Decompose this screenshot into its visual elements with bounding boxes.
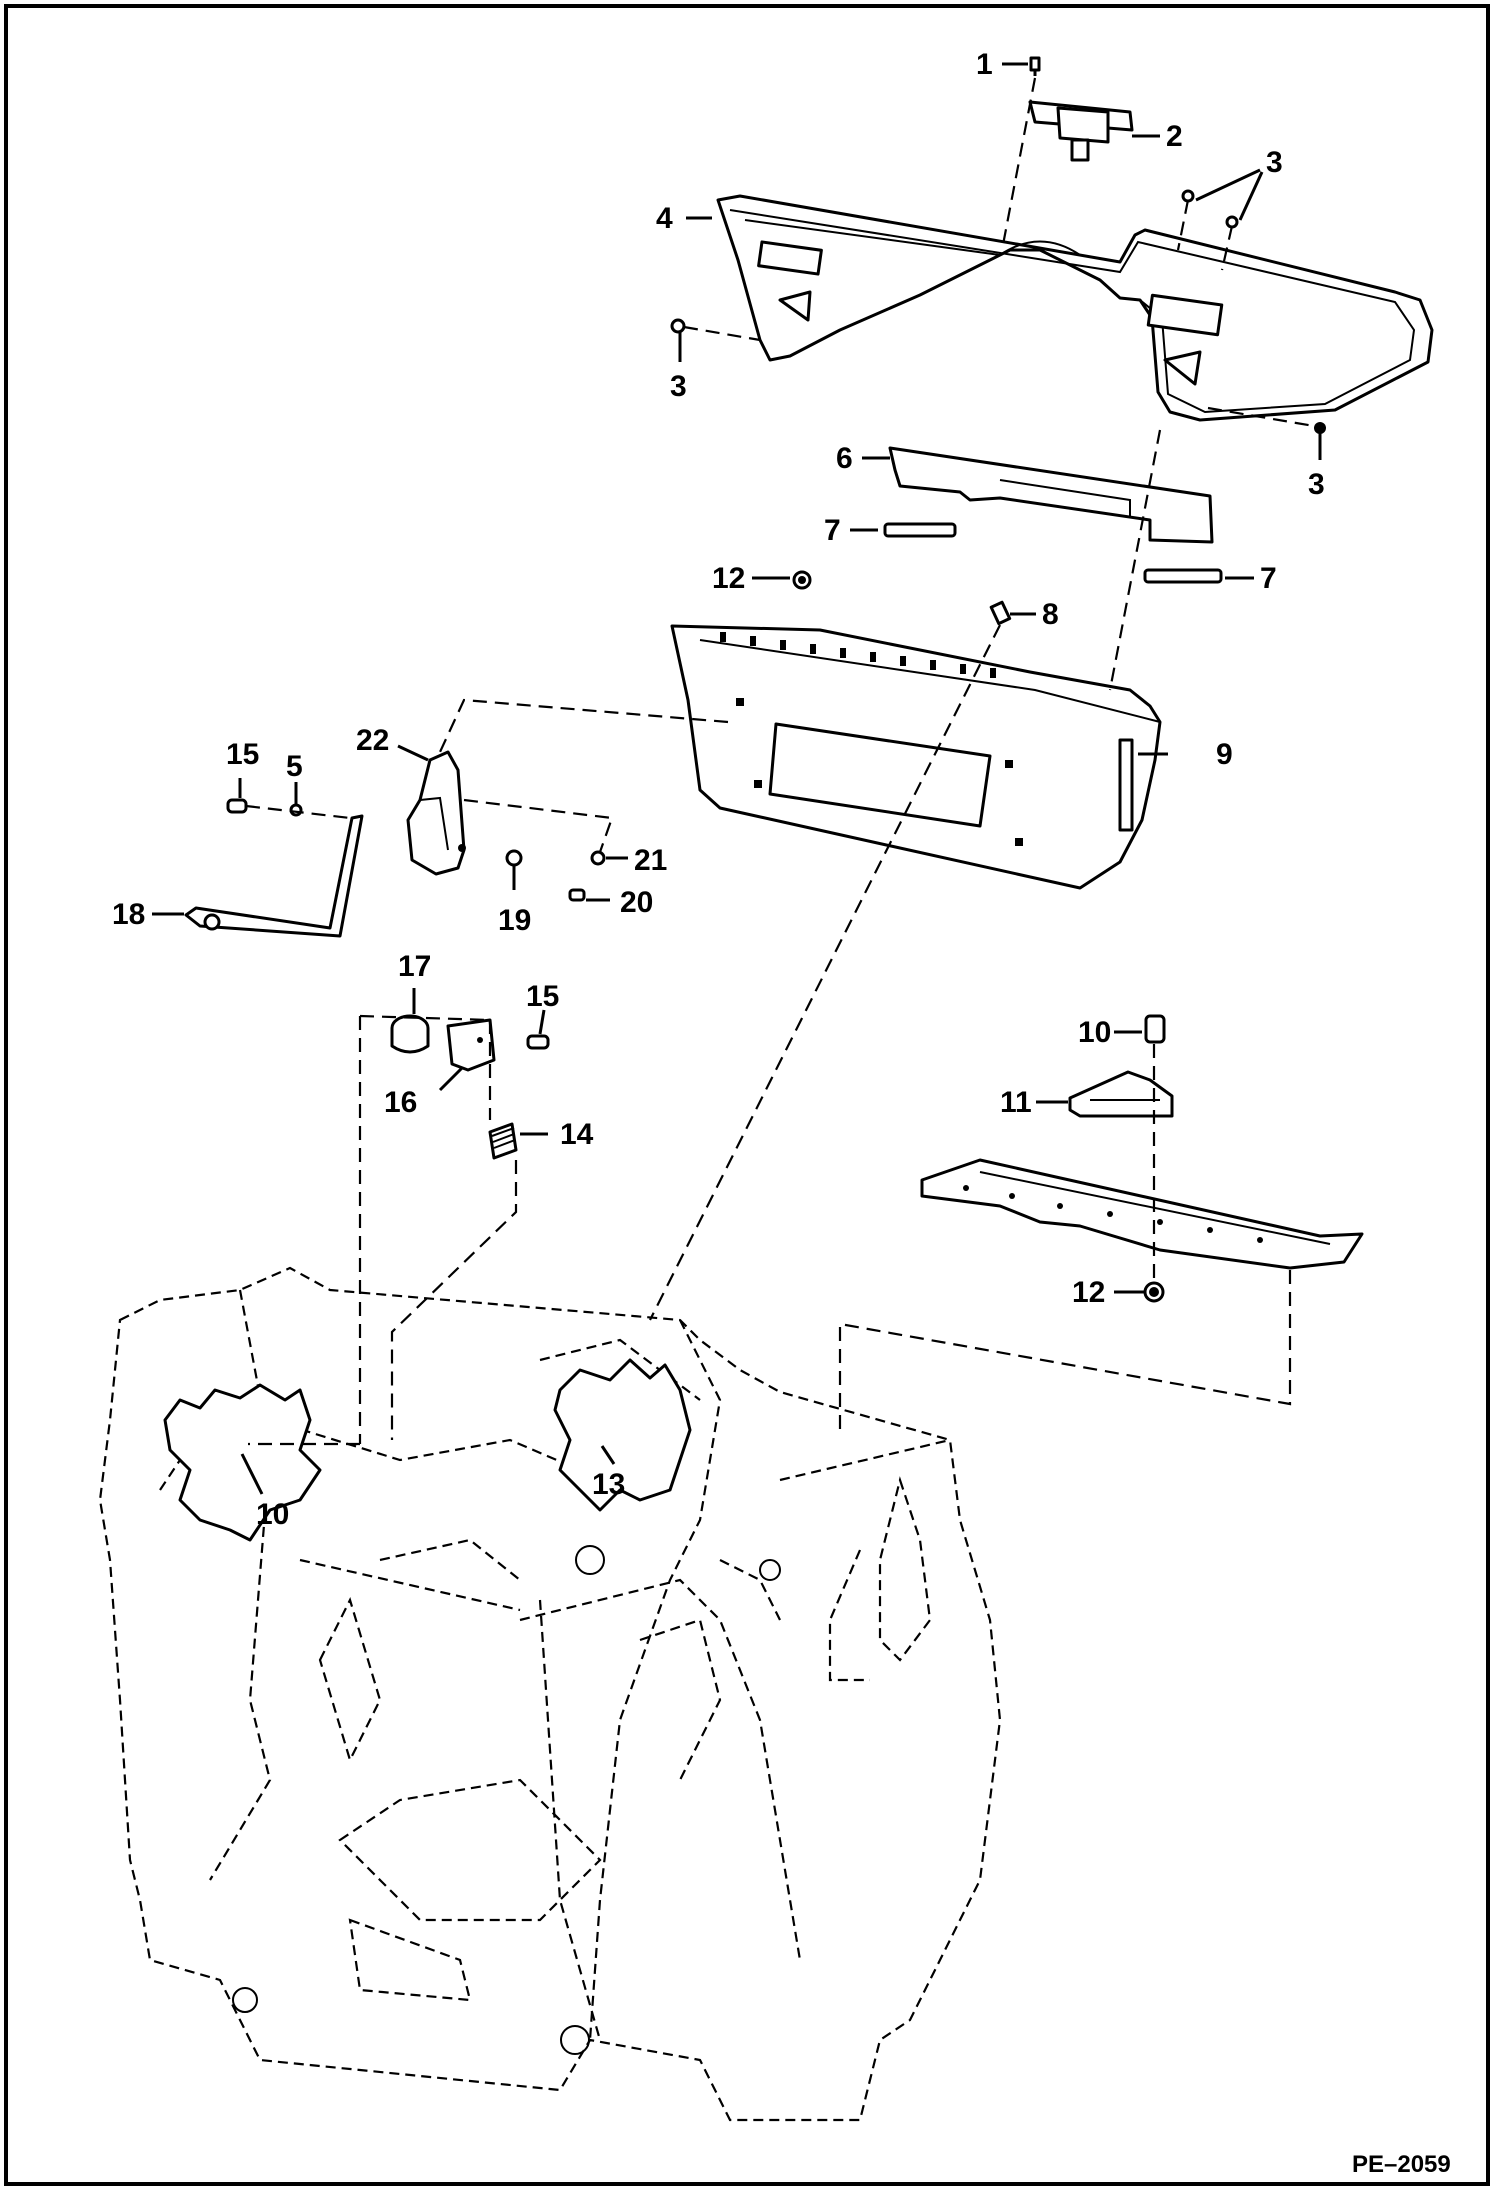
callout-16: 16 [384,1086,417,1119]
reference-code: PE–2059 [1352,2151,1451,2178]
part-21-washer [590,850,606,866]
callout-3-top: 3 [1266,146,1283,179]
callout-2: 2 [1166,120,1183,153]
callout-7-left: 7 [824,514,841,547]
part-16-plate [446,1018,496,1072]
callout-22: 22 [356,724,389,757]
part-9-tab-row [720,632,996,678]
part-1-screw [1029,56,1041,76]
callout-14: 14 [560,1118,594,1151]
callout-7-right: 7 [1260,562,1277,595]
part-8-screw [989,600,1012,626]
leader-lines [152,62,1322,1495]
part-14-spring [488,1122,518,1160]
callout-13: 13 [592,1468,625,1501]
part-18-rod [184,814,364,938]
callout-3-right: 3 [1308,468,1325,501]
part-2-latch [1028,100,1134,162]
callout-18: 18 [112,898,145,931]
callout-8: 8 [1042,598,1059,631]
callout-20: 20 [620,886,653,919]
frame-cutaways [163,1358,692,1542]
part-10-bolts [234,1014,1166,1454]
part-22-bracket [406,750,466,876]
callout-12-rail: 12 [1072,1276,1105,1309]
callout-12-top: 12 [712,562,745,595]
seat-rail [920,1158,1364,1270]
part-17-spacer [390,1014,430,1054]
part-20-bolt [568,888,586,902]
callout-19: 19 [498,904,531,937]
callout-21: 21 [634,844,667,877]
callout-15-left: 15 [226,738,259,771]
callout-9: 9 [1216,738,1233,771]
callout-labels: 1 2 3 3 3 4 6 7 7 8 9 12 12 5 15 15 22 1… [112,48,1451,2178]
callout-1: 1 [976,48,993,81]
callout-4: 4 [656,202,673,235]
callout-15-right: 15 [526,980,559,1013]
assembly-lines [245,77,1315,1446]
callout-5: 5 [286,750,303,783]
callout-6: 6 [836,442,853,475]
callout-3-left: 3 [670,370,687,403]
callout-10-bottom: 10 [256,1498,289,1531]
callout-10-top: 10 [1078,1016,1111,1049]
part-4-top-cover [716,194,1434,422]
part-19-nut [505,849,523,867]
callout-11: 11 [1000,1086,1032,1119]
callout-17: 17 [398,950,431,983]
part-5-clip [289,803,303,817]
part-7-strips [883,522,1223,584]
part-12-nuts [792,570,1165,1303]
part-15-pins [226,798,550,1050]
part-11-bracket [1068,1070,1174,1118]
part-9-seat-pan [670,624,1162,890]
part-6-bracket [888,446,1214,544]
